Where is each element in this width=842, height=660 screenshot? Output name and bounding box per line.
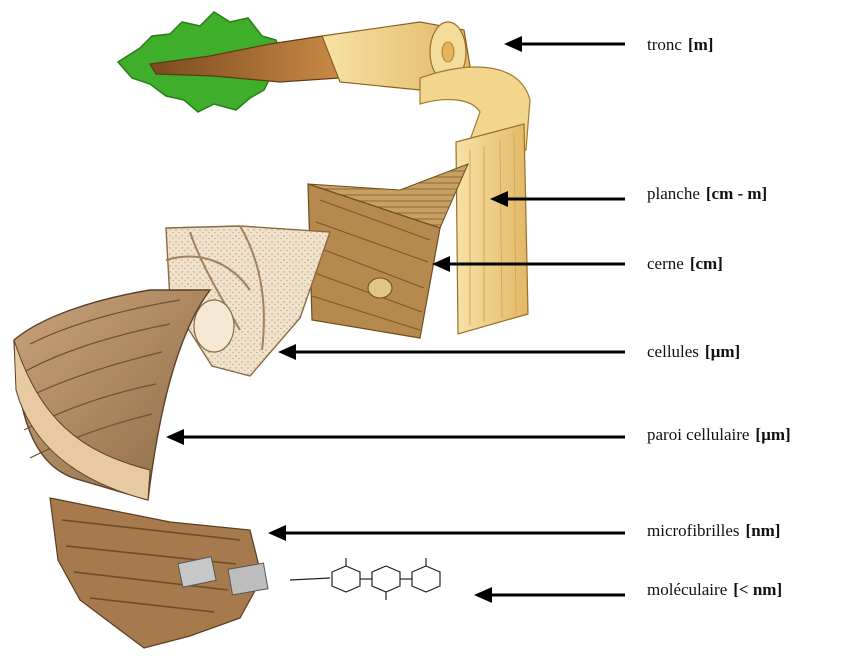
label-cerne: cerne [cm]	[647, 254, 723, 274]
arrow-cellules	[278, 344, 625, 360]
label-microfibrilles: microfibrilles [nm]	[647, 521, 780, 541]
cell-wall-illustration	[14, 290, 210, 500]
tree-illustration	[118, 12, 530, 150]
label-name: moléculaire	[647, 580, 727, 599]
label-unit: [m]	[688, 35, 713, 54]
arrow-paroi	[166, 429, 625, 445]
label-name: cellules	[647, 342, 699, 361]
label-unit: [nm]	[746, 521, 781, 540]
label-unit: [cm - m]	[706, 184, 767, 203]
label-cellules: cellules [µm]	[647, 342, 740, 362]
label-paroi-cellulaire: paroi cellulaire [µm]	[647, 425, 791, 445]
plank-face	[456, 124, 528, 334]
label-unit: [< nm]	[733, 580, 782, 599]
label-name: microfibrilles	[647, 521, 740, 540]
label-unit: [cm]	[690, 254, 723, 273]
microfibrils-illustration	[50, 498, 268, 648]
trunk-pith	[442, 42, 454, 62]
label-name: tronc	[647, 35, 682, 54]
label-moleculaire: moléculaire [< nm]	[647, 580, 782, 600]
growth-ring-block-illustration	[308, 164, 468, 338]
label-planche: planche [cm - m]	[647, 184, 767, 204]
label-unit: [µm]	[755, 425, 790, 444]
label-name: planche	[647, 184, 700, 203]
label-name: paroi cellulaire	[647, 425, 749, 444]
label-tronc: tronc [m]	[647, 35, 713, 55]
label-name: cerne	[647, 254, 684, 273]
arrow-microfibrilles	[268, 525, 625, 541]
glucose-chain-illustration	[290, 558, 440, 600]
label-unit: [µm]	[705, 342, 740, 361]
plank-illustration	[456, 124, 528, 334]
arrow-tronc	[504, 36, 625, 52]
arrow-moleculaire	[474, 587, 625, 603]
